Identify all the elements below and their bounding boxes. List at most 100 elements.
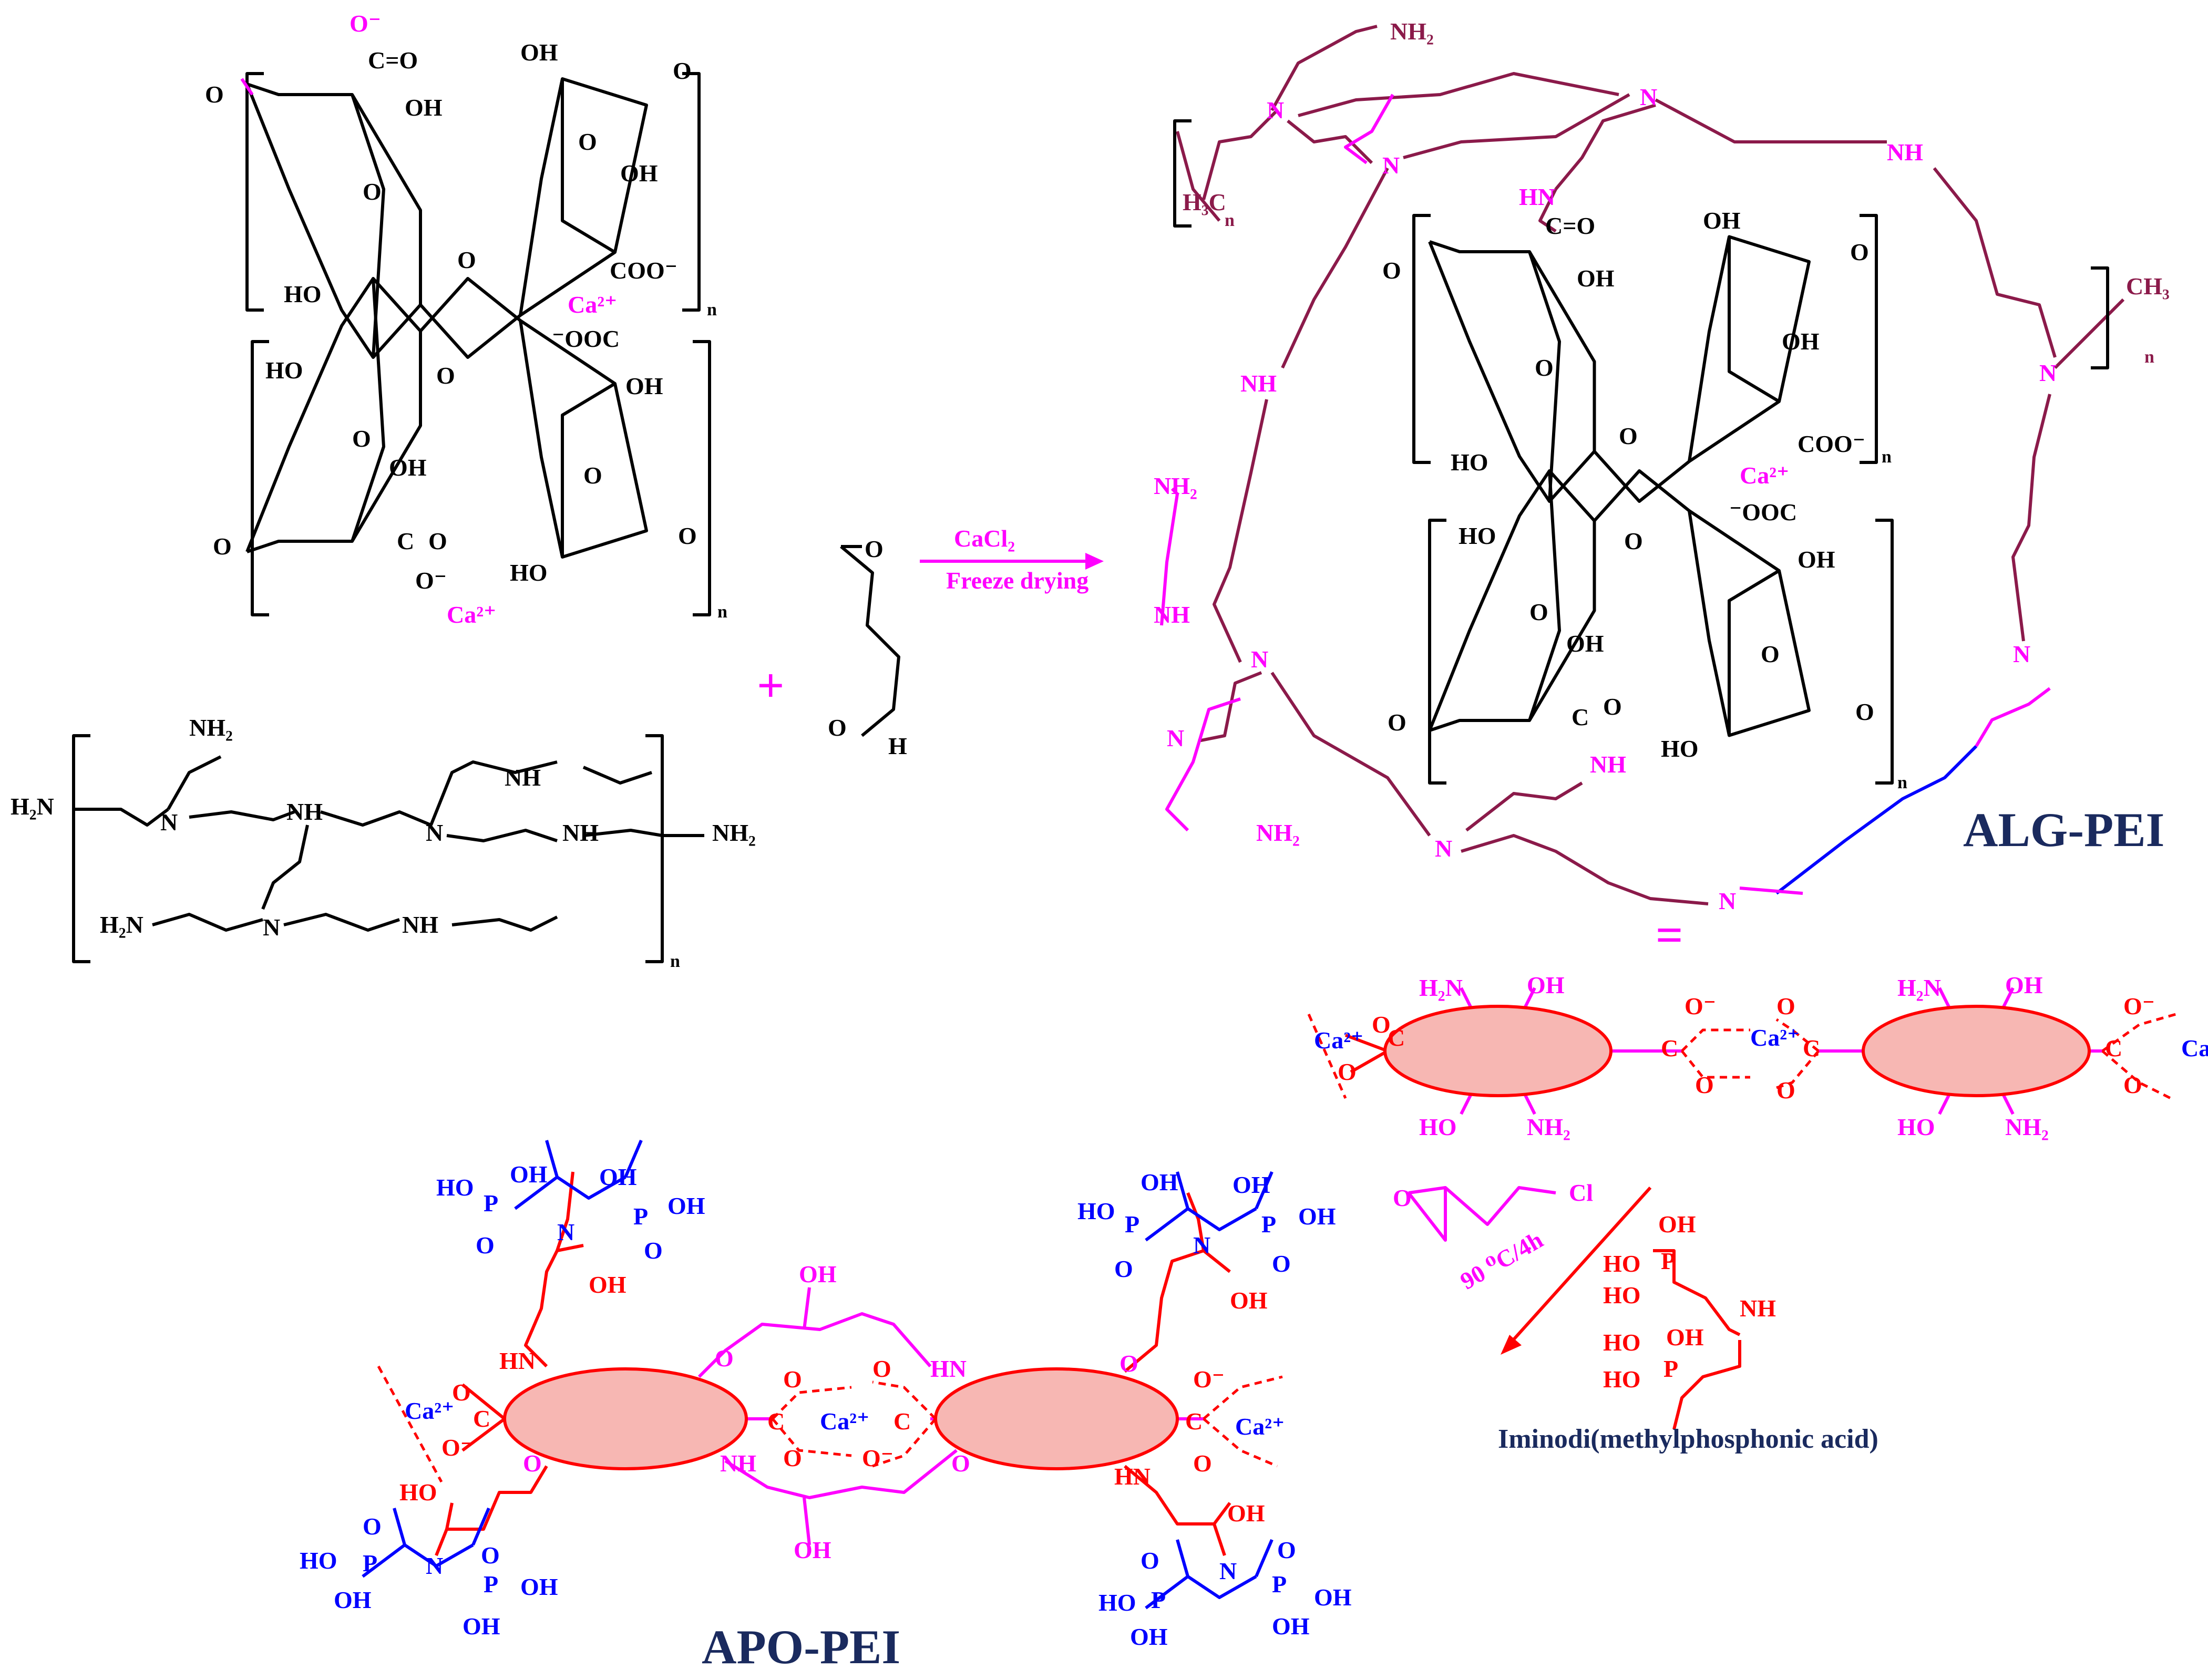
alginate-bracket-left-3	[1412, 214, 1431, 464]
pei-arm	[1270, 25, 1378, 111]
pei-arm	[2053, 298, 2125, 369]
imine-n-label: N	[1719, 888, 1736, 914]
nitrogen-label: N	[1267, 97, 1284, 123]
hydroxyl-label: HO	[1098, 1589, 1136, 1616]
oxygen-label: O	[1850, 239, 1869, 265]
hydroxyl-label: HO	[1897, 1114, 1935, 1140]
amine-label: NH₂	[1527, 1114, 1570, 1140]
ring-oxygen-label: O	[1529, 599, 1548, 625]
nitrogen-label: N	[426, 819, 443, 846]
apo-arm	[1124, 1465, 1226, 1556]
phosphorus-label: P	[1661, 1248, 1676, 1274]
carboxyl-o-label: O	[1193, 1450, 1212, 1477]
alginate-ring-2	[1593, 235, 1811, 503]
amine-label: H₂N	[11, 793, 54, 820]
amine-label: NH	[1240, 370, 1277, 397]
bridge-oxygen-label: O	[1624, 528, 1643, 554]
amine-bond	[1938, 987, 1952, 1010]
pei-arm	[1933, 167, 2057, 358]
amine-label: NH₂	[1154, 472, 1197, 499]
phosphonate-group	[1145, 1575, 1257, 1610]
pei-magenta-arm	[1160, 487, 1179, 626]
hydroxyl-label: OH	[1298, 1203, 1336, 1230]
apo-arm	[435, 1465, 548, 1557]
amide-oxygen-label: O	[1603, 693, 1622, 720]
hydroxyl-label: HO	[1661, 735, 1699, 762]
apo-arm	[445, 1502, 454, 1530]
hydroxyl-label: HO	[1603, 1282, 1641, 1308]
hydroxyl-label: OH	[1566, 630, 1604, 657]
pei-branch	[429, 760, 558, 826]
amide-arm	[1538, 188, 1557, 233]
methyl-label: H₃C	[1183, 189, 1226, 215]
oxygen-label: O	[678, 522, 697, 549]
hydroxyl-label: OH	[405, 94, 443, 121]
bridge-oxygen-label: O	[1619, 422, 1638, 449]
hydroxyl-label: OH	[799, 1261, 837, 1287]
pei-chain	[152, 913, 263, 932]
ether-oxygen-label: O	[523, 1450, 542, 1477]
pei-arm	[1461, 834, 1709, 905]
epoxide-ring	[1407, 1186, 1447, 1242]
phosphorus-label: P	[1272, 1571, 1287, 1597]
hydroxyl-label: OH	[334, 1586, 372, 1613]
repeat-n-label: n	[670, 952, 680, 971]
pei-chain	[74, 808, 169, 827]
hydroxyl-label: HO	[1077, 1198, 1115, 1224]
epoxide-oxygen-label: O	[1393, 1184, 1412, 1211]
hydroxyl-label: OH	[1798, 546, 1835, 573]
carboxyl-c-label: C	[767, 1408, 785, 1435]
alginate-bracket-right-1	[682, 72, 701, 312]
alginate-unit-ellipse-1	[1383, 1005, 1613, 1097]
carboxyl-c-label: C	[1185, 1408, 1203, 1435]
carboxylate-bonds	[1203, 1418, 1278, 1468]
carboxyl-c-label: C	[473, 1405, 490, 1432]
amine-label: NH	[286, 798, 323, 825]
apo-ellipse-1	[503, 1367, 748, 1470]
pei-arm	[1281, 167, 1389, 369]
pei-chain	[283, 913, 400, 932]
carboxylate-label: ⁻OOC	[552, 325, 620, 352]
phosphoryl-o-label: O	[481, 1542, 500, 1569]
alginate-bracket-left-4	[1428, 519, 1446, 785]
pei-arm	[1403, 93, 1630, 159]
ring-1-bridge	[1528, 251, 1561, 502]
nitrogen-label: N	[1640, 84, 1657, 110]
carboxylate-label: ⁻OOC	[1729, 499, 1797, 525]
pei-arm	[1554, 104, 1656, 190]
hydroxyl-label: OH	[1527, 972, 1565, 998]
aldehyde-h-label: H	[888, 733, 907, 759]
carboxyl-o-label: O	[872, 1355, 891, 1382]
oxygen-label: O	[205, 81, 224, 108]
amide-carbonyl-label: C	[1572, 704, 1589, 730]
pei-arm	[2011, 394, 2051, 642]
carboxyl-o-label: O	[1695, 1071, 1714, 1098]
temperature-label: 90 ⁰C/4h	[1456, 1226, 1548, 1294]
phosphonate-group	[1176, 1171, 1189, 1209]
oxygen-label: O	[673, 57, 692, 84]
carboxylate-bonds	[772, 1418, 852, 1457]
epichlorohydrin-chain	[1444, 1186, 1556, 1226]
phosphorus-label: P	[1151, 1586, 1166, 1613]
hydroxyl-label: OH	[1658, 1211, 1696, 1238]
phosphonate-group	[1255, 1539, 1274, 1578]
carboxyl-o-label: O	[1372, 1011, 1391, 1038]
apo-arm	[1124, 1249, 1231, 1373]
ring-oxygen-label: O	[363, 178, 382, 205]
alginate-bracket-left-1	[245, 72, 264, 312]
carboxyl-o-label: O⁻	[2123, 993, 2155, 1019]
pei-arm	[1298, 72, 1619, 117]
carboxylate-bonds	[1681, 1028, 1750, 1052]
carboxylate-bonds	[2101, 1013, 2176, 1053]
bond-lines	[72, 25, 2176, 1610]
hydroxyl-label: OH	[667, 1192, 705, 1219]
phosphorus-label: P	[484, 1190, 498, 1217]
pei-chain	[189, 810, 295, 821]
ring-oxygen-label: O	[1535, 354, 1554, 381]
ionic-link	[377, 1365, 443, 1483]
pei-bracket-right	[645, 734, 664, 963]
hydroxyl-label: HO	[1603, 1250, 1641, 1277]
imine-n-label: N	[2013, 641, 2030, 667]
ionic-link	[1307, 1013, 1347, 1099]
